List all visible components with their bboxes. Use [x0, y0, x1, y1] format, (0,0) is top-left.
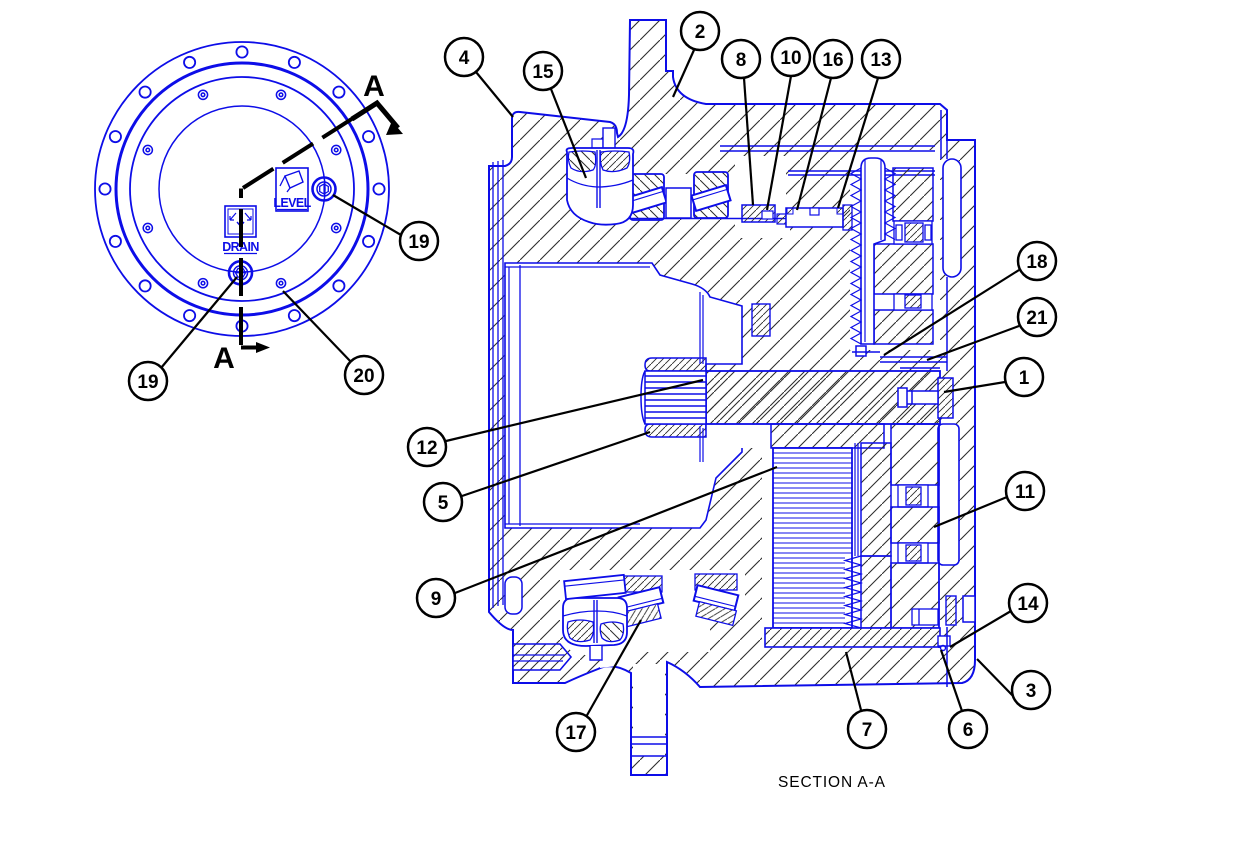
svg-text:20: 20: [353, 366, 374, 387]
svg-text:16: 16: [822, 50, 843, 71]
svg-text:4: 4: [459, 48, 470, 69]
svg-text:8: 8: [736, 50, 747, 71]
svg-text:14: 14: [1017, 594, 1039, 615]
svg-text:SECTION A-A: SECTION A-A: [778, 774, 886, 791]
svg-text:11: 11: [1015, 482, 1036, 503]
svg-text:9: 9: [431, 589, 442, 610]
svg-text:21: 21: [1026, 308, 1048, 329]
svg-text:6: 6: [963, 720, 974, 741]
svg-text:19: 19: [408, 232, 429, 253]
svg-text:13: 13: [870, 50, 891, 71]
svg-text:18: 18: [1026, 252, 1047, 273]
svg-text:5: 5: [438, 493, 449, 514]
svg-text:15: 15: [532, 62, 554, 83]
svg-text:19: 19: [137, 372, 158, 393]
svg-text:10: 10: [780, 48, 801, 69]
svg-text:17: 17: [565, 723, 586, 744]
svg-text:2: 2: [695, 22, 706, 43]
svg-text:1: 1: [1019, 368, 1030, 389]
svg-text:3: 3: [1026, 681, 1037, 702]
svg-text:A: A: [213, 342, 235, 375]
svg-text:LEVEL: LEVEL: [273, 196, 311, 210]
svg-text:12: 12: [416, 438, 437, 459]
svg-text:7: 7: [862, 720, 873, 741]
svg-text:A: A: [363, 70, 385, 103]
